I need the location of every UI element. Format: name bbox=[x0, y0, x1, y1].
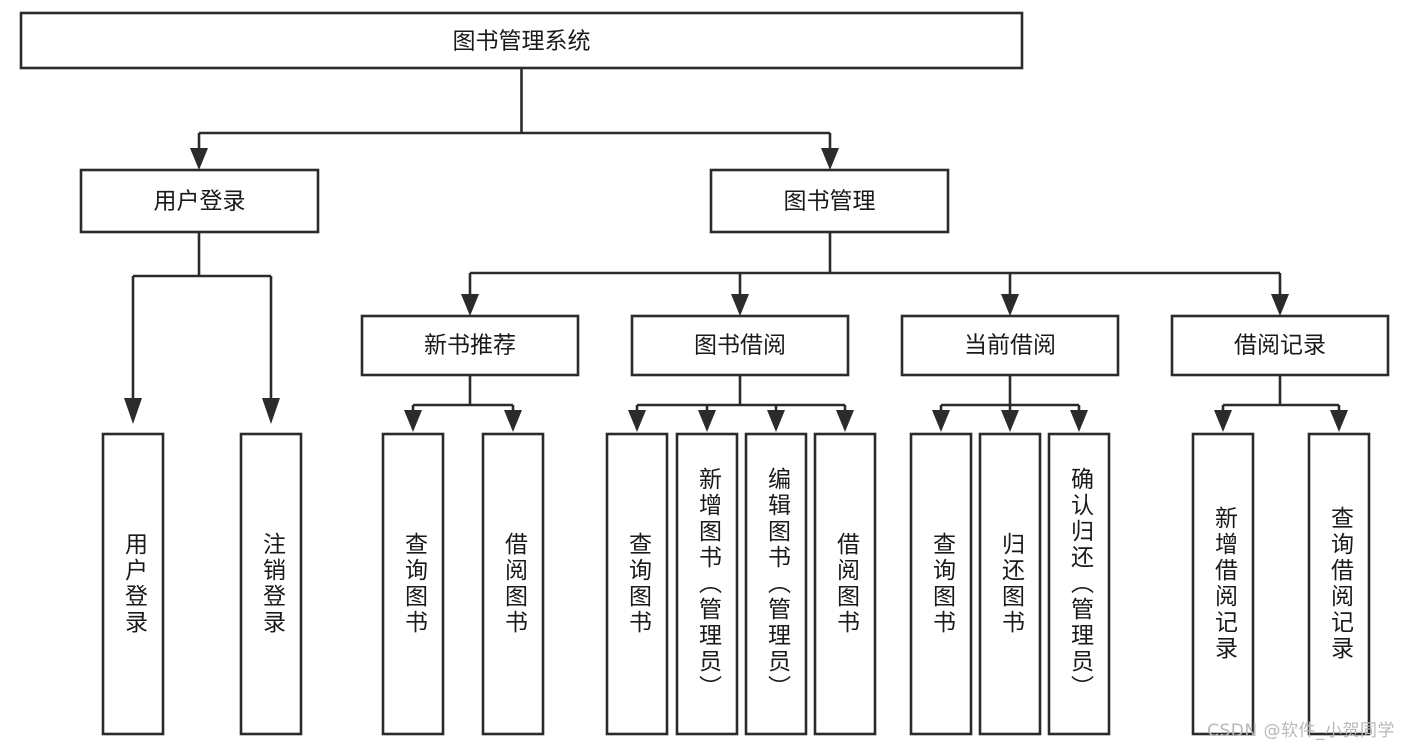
connector-bookmanage-to-level3 bbox=[461, 232, 1289, 316]
node-current-borrow[interactable]: 当前借阅 bbox=[900, 314, 1120, 377]
node-book-manage[interactable]: 图书管理 bbox=[709, 168, 950, 234]
watermark-text: CSDN @软件_小贺同学 bbox=[1207, 721, 1395, 741]
node-new-book-recommend[interactable]: 新书推荐 bbox=[360, 314, 580, 377]
node-leaf-query-borrow-record[interactable] bbox=[1307, 432, 1371, 736]
node-book-manage-label: 图书管理 bbox=[784, 189, 876, 215]
node-book-borrow[interactable]: 图书借阅 bbox=[630, 314, 850, 377]
node-leaf-confirm-return-admin[interactable] bbox=[1047, 432, 1111, 736]
connector-currentborrow-to-leaves bbox=[932, 375, 1088, 432]
connector-borrowrecord-to-leaves bbox=[1214, 375, 1348, 432]
node-leaf-user-login[interactable] bbox=[101, 432, 165, 736]
node-leaf-query-book-rec[interactable] bbox=[381, 432, 445, 736]
node-leaf-logout-login[interactable] bbox=[239, 432, 303, 736]
node-leaf-query-book-borrow[interactable] bbox=[605, 432, 669, 736]
node-leaf-return-book[interactable] bbox=[978, 432, 1042, 736]
connector-userlogin-to-leaves bbox=[124, 232, 280, 424]
node-borrow-record-label: 借阅记录 bbox=[1234, 333, 1326, 359]
node-new-book-recommend-label: 新书推荐 bbox=[424, 333, 516, 359]
node-leaf-add-book-admin[interactable] bbox=[675, 432, 739, 736]
node-leaf-add-borrow-record[interactable] bbox=[1191, 432, 1255, 736]
node-current-borrow-label: 当前借阅 bbox=[964, 333, 1056, 359]
node-leaf-edit-book-admin[interactable] bbox=[744, 432, 808, 736]
node-leaf-borrow-book-rec[interactable] bbox=[481, 432, 545, 736]
connector-root-to-level2 bbox=[190, 68, 839, 170]
node-root[interactable]: 图书管理系统 bbox=[19, 11, 1024, 70]
connector-newbook-to-leaves bbox=[404, 375, 522, 432]
node-leaf-query-book-current[interactable] bbox=[909, 432, 973, 736]
node-borrow-record[interactable]: 借阅记录 bbox=[1170, 314, 1390, 377]
node-book-borrow-label: 图书借阅 bbox=[694, 333, 786, 359]
connector-bookborrow-to-leaves bbox=[628, 375, 854, 432]
node-leaf-borrow-book[interactable] bbox=[813, 432, 877, 736]
node-root-label: 图书管理系统 bbox=[453, 29, 591, 55]
node-user-login-label: 用户登录 bbox=[154, 189, 246, 215]
node-user-login[interactable]: 用户登录 bbox=[79, 168, 320, 234]
